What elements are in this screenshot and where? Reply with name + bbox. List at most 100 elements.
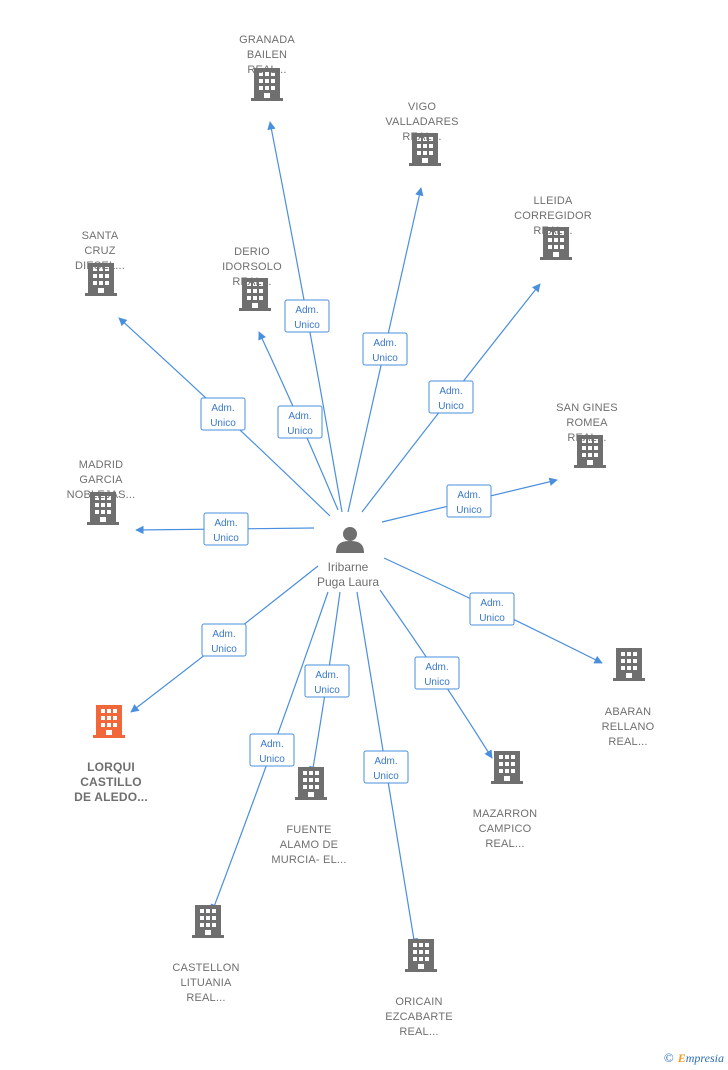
edge-label-abaran-rellano[interactable]: Adm. Unico xyxy=(469,592,515,626)
empresia-logo: ©Empresia xyxy=(664,1050,724,1066)
company-name-line: REAL... xyxy=(186,992,225,1004)
company-name-line: REAL... xyxy=(485,838,524,850)
edge-label-text: Adm. xyxy=(295,305,318,316)
edge-label-san-gines-romea[interactable]: Adm. Unico xyxy=(446,484,492,518)
edge-label-text: Adm. xyxy=(457,490,480,501)
edge-label-text: Adm. xyxy=(374,756,397,767)
edge-label-text: Adm. xyxy=(288,411,311,422)
company-name-line: REAL... xyxy=(399,1026,438,1038)
building-icon xyxy=(93,705,125,738)
company-name-line: REAL... xyxy=(567,432,606,444)
company-name-line: REAL... xyxy=(533,225,572,237)
building-icon xyxy=(405,939,437,972)
company-node-santa-cruz-diesel[interactable]: SANTA CRUZ DIESEL... xyxy=(75,230,125,296)
person-node[interactable]: Iribarne Puga Laura xyxy=(317,527,379,589)
edge-label-text: Unico xyxy=(456,505,482,516)
edge-label-lorqui-castillo[interactable]: Adm. Unico xyxy=(201,623,247,657)
edge-label-oricain-ezcabarte[interactable]: Adm. Unico xyxy=(363,750,409,784)
edge-label-granada-bailen[interactable]: Adm. Unico xyxy=(284,299,330,333)
company-name-line: EZCABARTE xyxy=(385,1011,453,1023)
edge-label-text: Adm. xyxy=(480,598,503,609)
company-name-line: REAL... xyxy=(247,64,286,76)
edge-label-fuente-alamo[interactable]: Adm.Unico xyxy=(304,664,350,698)
company-name-line: GRANADA xyxy=(239,34,295,46)
edge-label-text: Unico xyxy=(294,320,320,331)
company-name-line: IDORSOLO xyxy=(222,261,282,273)
company-name-line: CAMPICO xyxy=(479,823,532,835)
person-name-line-2: Puga Laura xyxy=(317,575,379,589)
company-name-line: NOBLEJAS... xyxy=(67,489,136,501)
building-icon xyxy=(295,767,327,800)
company-node-oricain-ezcabarte[interactable]: ORICAIN EZCABARTE REAL... xyxy=(385,939,453,1038)
company-name-line: DE ALEDO... xyxy=(74,790,148,804)
edge-label-castellon-lituania[interactable]: Adm. Unico xyxy=(249,733,295,767)
company-name-line: ORICAIN xyxy=(395,996,442,1008)
company-node-fuente-alamo[interactable]: FUENTE ALAMO DE MURCIA- EL... xyxy=(271,767,346,866)
company-name-line: VALLADARES xyxy=(385,116,458,128)
company-node-san-gines-romea[interactable]: SAN GINES ROMEA REAL... xyxy=(556,402,618,468)
company-name-line: LORQUI xyxy=(87,760,135,774)
company-name-line: ALAMO DE xyxy=(280,839,338,851)
company-node-lleida-corregidor[interactable]: LLEIDA CORREGIDOR REAL... xyxy=(514,195,592,260)
company-name-line: CRUZ xyxy=(84,245,115,257)
company-name-line: REAL... xyxy=(608,736,647,748)
company-name-line: SAN GINES xyxy=(556,402,618,414)
company-name-line: MURCIA- EL... xyxy=(271,854,346,866)
edge-label-madrid-garcia[interactable]: Adm.Unico xyxy=(203,512,249,546)
company-nodes-layer: GRANADA BAILEN REAL... VIGOVALLADARESREAL..… xyxy=(67,34,655,1038)
company-name-line: GARCIA xyxy=(79,474,123,486)
company-name-line: BAILEN xyxy=(247,49,287,61)
edge-label-text: Adm. xyxy=(439,386,462,397)
company-name-line: MAZARRON xyxy=(473,808,538,820)
company-name-line: DIESEL... xyxy=(75,260,125,272)
brand-initial: E xyxy=(677,1051,686,1065)
edge-label-text: Adm. xyxy=(373,338,396,349)
edge-labels-layer: Adm.UnicoAdm.UnicoAdm.UnicoAdm.UnicoAdm.… xyxy=(200,299,515,784)
company-name-line: RELLANO xyxy=(602,721,655,733)
edge-label-vigo-valladares[interactable]: Adm.Unico xyxy=(362,332,408,366)
edge-label-text: Unico xyxy=(211,644,237,655)
copyright-symbol: © xyxy=(663,1050,674,1065)
person-icon xyxy=(336,527,364,553)
company-name-line: CORREGIDOR xyxy=(514,210,592,222)
edge-label-santa-cruz-diesel[interactable]: Adm.Unico xyxy=(200,397,246,431)
company-name-line: REAL... xyxy=(232,276,271,288)
edge-label-text: Adm. xyxy=(260,739,283,750)
company-name-line: ROMEA xyxy=(566,417,608,429)
company-name-line: LITUANIA xyxy=(180,977,232,989)
company-name-line: MADRID xyxy=(79,459,124,471)
company-node-castellon-lituania[interactable]: CASTELLON LITUANIA REAL... xyxy=(172,905,239,1004)
edge-label-text: Adm. xyxy=(212,629,235,640)
edge-label-text: Unico xyxy=(438,401,464,412)
company-name-line: LLEIDA xyxy=(533,195,573,207)
edge-label-text: Adm. xyxy=(425,662,448,673)
building-icon xyxy=(491,751,523,784)
company-name-line: CASTELLON xyxy=(172,962,239,974)
edge-label-text: Unico xyxy=(213,533,239,544)
edge-label-text: Unico xyxy=(373,771,399,782)
company-name-line: DERIO xyxy=(234,246,270,258)
edge-label-text: Unico xyxy=(479,613,505,624)
edge-label-text: Unico xyxy=(259,754,285,765)
company-name-line: ABARAN xyxy=(605,706,651,718)
edge-label-derio-idorsolo[interactable]: Adm. Unico xyxy=(277,405,323,439)
company-name-line: FUENTE xyxy=(286,824,331,836)
edge-label-text: Unico xyxy=(424,677,450,688)
company-node-mazarron-campico[interactable]: MAZARRON CAMPICO REAL... xyxy=(473,751,538,850)
edge-label-mazarron-campico[interactable]: Adm. Unico xyxy=(414,656,460,690)
company-node-granada-bailen[interactable]: GRANADA BAILEN REAL... xyxy=(239,34,295,101)
edge-label-text: Unico xyxy=(287,426,313,437)
company-node-derio-idorsolo[interactable]: DERIO IDORSOLO REAL... xyxy=(222,246,282,311)
company-node-madrid-garcia[interactable]: MADRID GARCIA NOBLEJAS... xyxy=(67,459,136,525)
company-name-line: CASTILLO xyxy=(80,775,142,789)
edge-label-lleida-corregidor[interactable]: Adm. Unico xyxy=(428,380,474,414)
company-node-vigo-valladares[interactable]: VIGOVALLADARESREAL... xyxy=(385,101,458,166)
company-name-line: SANTA xyxy=(82,230,119,242)
person-name-line-1: Iribarne xyxy=(328,560,369,574)
company-node-abaran-rellano[interactable]: ABARAN RELLANO REAL... xyxy=(602,648,655,748)
building-icon xyxy=(192,905,224,938)
edge-label-text: Unico xyxy=(314,685,340,696)
brand-name: mpresia xyxy=(685,1051,724,1065)
